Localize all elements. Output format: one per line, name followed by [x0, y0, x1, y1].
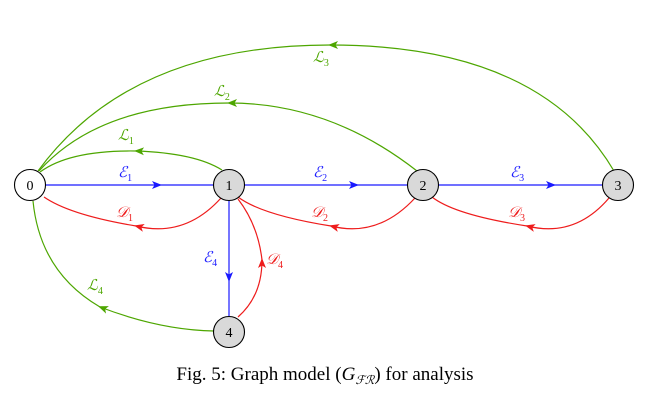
node-4: 4 [212, 315, 246, 349]
label-d2: 𝒟2 [311, 205, 328, 224]
label-e4: ℰ4 [203, 250, 217, 269]
caption-subscript: ℱℛ [355, 373, 375, 387]
label-l2: ℒ2 [214, 84, 230, 103]
label-d3: 𝒟3 [508, 205, 525, 224]
figure-caption: Fig. 5: Graph model (Gℱℛ) for analysis [0, 364, 650, 388]
caption-prefix: Fig. 5: Graph model ( [176, 364, 342, 385]
caption-symbol: G [341, 364, 356, 385]
node-1: 1 [212, 168, 246, 202]
node-0: 0 [13, 168, 47, 202]
label-l4: ℒ4 [87, 278, 103, 297]
label-d4: 𝒟4 [266, 252, 283, 271]
edge-l4 [32, 200, 215, 332]
node-4-label: 4 [226, 326, 233, 341]
label-e3: ℰ3 [510, 165, 524, 184]
edge-d1 [43, 196, 222, 232]
edge-d2 [237, 196, 416, 232]
caption-suffix: ) for analysis [374, 364, 474, 385]
edge-l3 [37, 41, 615, 172]
label-l1: ℒ1 [118, 128, 134, 147]
node-3-label: 3 [615, 179, 622, 194]
label-e1: ℰ1 [118, 165, 132, 184]
label-l3: ℒ3 [313, 50, 329, 69]
node-0-label: 0 [27, 179, 34, 194]
edge-d4 [237, 198, 266, 318]
node-1-label: 1 [226, 179, 233, 194]
edge-l2 [38, 99, 418, 172]
node-3: 3 [601, 168, 635, 202]
edge-l1 [39, 147, 223, 173]
label-e2: ℰ2 [313, 165, 327, 184]
edge-d3 [431, 196, 610, 232]
label-d1: 𝒟1 [116, 205, 133, 224]
node-2-label: 2 [420, 179, 427, 194]
node-2: 2 [406, 168, 440, 202]
